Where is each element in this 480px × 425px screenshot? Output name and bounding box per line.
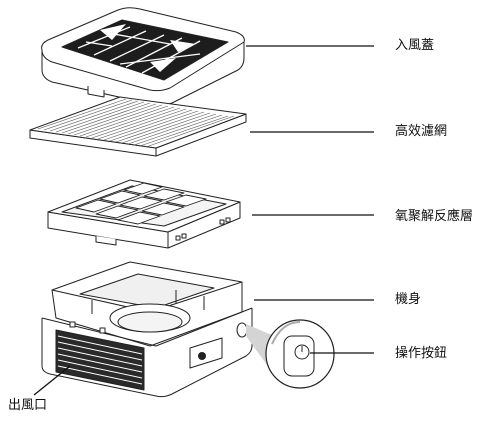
button-zoom	[246, 319, 335, 389]
label-operation-button: 操作按鈕	[395, 346, 448, 361]
label-intake-cover: 入風蓋	[395, 38, 435, 53]
hepa-filter	[29, 96, 247, 157]
intake-cover	[41, 7, 245, 106]
label-air-outlet: 出風口	[8, 398, 48, 413]
label-body: 機身	[395, 292, 422, 307]
oxygen-reaction-layer	[47, 179, 241, 249]
purifier-body	[41, 261, 253, 398]
label-oxygen-reaction-layer: 氧聚解反應層	[395, 209, 474, 224]
label-hepa-filter: 高效濾網	[395, 124, 448, 139]
leader-lines	[33, 45, 374, 396]
